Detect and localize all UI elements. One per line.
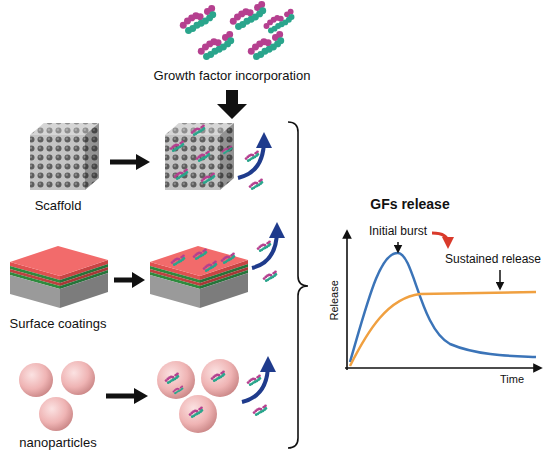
nanoparticles-loaded — [157, 359, 239, 433]
step-label: Growth factor incorporation — [154, 69, 311, 84]
coating-slab-loaded — [150, 246, 248, 308]
coating-slab — [10, 246, 108, 308]
axis-label: Time — [500, 373, 524, 386]
bracket — [288, 122, 308, 448]
down-arrow — [217, 90, 247, 119]
method-label: nanoparticles — [19, 436, 96, 451]
y-axis — [346, 234, 348, 370]
axis-label: Release — [328, 280, 341, 320]
method-label: Surface coatings — [10, 317, 107, 332]
method-label: Scaffold — [35, 199, 82, 214]
burst-curve — [350, 253, 536, 362]
released-factor — [257, 240, 272, 252]
right-arrow — [114, 272, 145, 288]
pointer-arrow — [397, 242, 399, 249]
nanoparticles — [19, 361, 95, 431]
transition-arrow — [432, 233, 448, 243]
released-factor — [245, 150, 260, 162]
scaffold-cube — [30, 123, 99, 190]
annotation: Initial burst — [369, 225, 427, 239]
sustained-curve — [350, 292, 536, 366]
scaffold-cube-loaded — [165, 123, 234, 190]
pointer-arrow — [499, 270, 501, 286]
release-arrow — [242, 364, 268, 402]
release-arrow — [238, 140, 264, 178]
released-factor — [247, 374, 262, 386]
released-factor — [263, 270, 278, 282]
released-factor — [249, 178, 264, 190]
x-axis — [345, 367, 538, 369]
release-arrow — [252, 230, 277, 268]
released-factor — [253, 404, 268, 416]
growth-factor-cluster — [180, 1, 295, 60]
annotation: Sustained release — [445, 253, 541, 267]
right-arrow — [110, 154, 150, 170]
right-arrow — [106, 388, 148, 404]
chart-title: GFs release — [370, 196, 449, 212]
